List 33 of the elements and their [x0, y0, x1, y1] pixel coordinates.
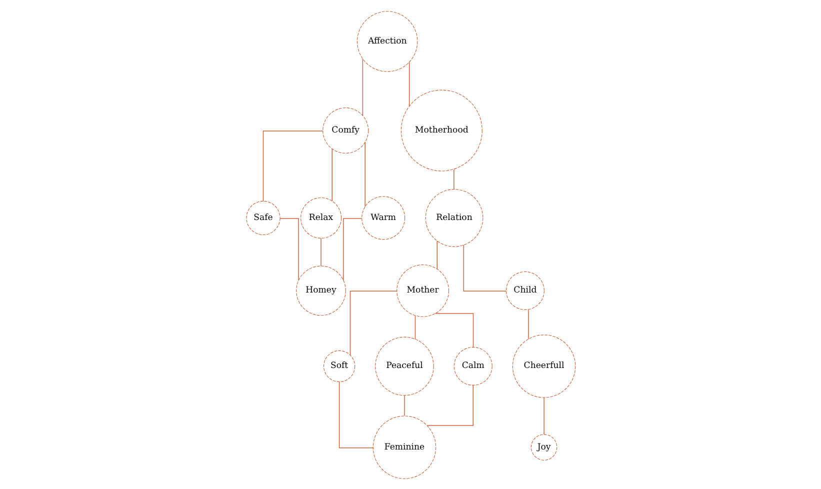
- connector: [462, 244, 506, 292]
- connector: [414, 314, 416, 339]
- connector: [408, 61, 410, 106]
- connector: [279, 218, 298, 280]
- connector: [543, 396, 544, 434]
- connector: [262, 130, 323, 202]
- connector: [434, 312, 474, 347]
- node-circle: Warm: [361, 196, 405, 240]
- connector: [349, 290, 397, 356]
- node-circle: Soft: [322, 350, 355, 382]
- node-circle: Homey: [296, 265, 346, 316]
- node-circle: Joy: [530, 434, 557, 460]
- node-circle: Calm: [453, 346, 492, 386]
- node-circle: Feminine: [372, 415, 436, 478]
- node-circle: Peaceful: [374, 336, 434, 396]
- node-circle: Affection: [356, 10, 418, 72]
- connector: [426, 384, 473, 426]
- connector: [453, 168, 454, 190]
- connector: [436, 240, 438, 269]
- connector: [331, 148, 332, 201]
- node-circle: Cheerfull: [512, 334, 576, 398]
- node-circle: Motherhood: [400, 89, 482, 171]
- node-circle: Relation: [424, 188, 483, 246]
- connector: [342, 218, 362, 280]
- node-circle: Comfy: [322, 107, 368, 154]
- connector: [338, 380, 373, 448]
- node-circle: Relax: [300, 196, 342, 238]
- node-circle: Child: [505, 270, 544, 310]
- node-circle: Safe: [246, 200, 280, 235]
- connector: [320, 238, 321, 266]
- connector: [364, 141, 365, 206]
- node-circle: Mother: [396, 264, 449, 316]
- connector: [362, 58, 363, 116]
